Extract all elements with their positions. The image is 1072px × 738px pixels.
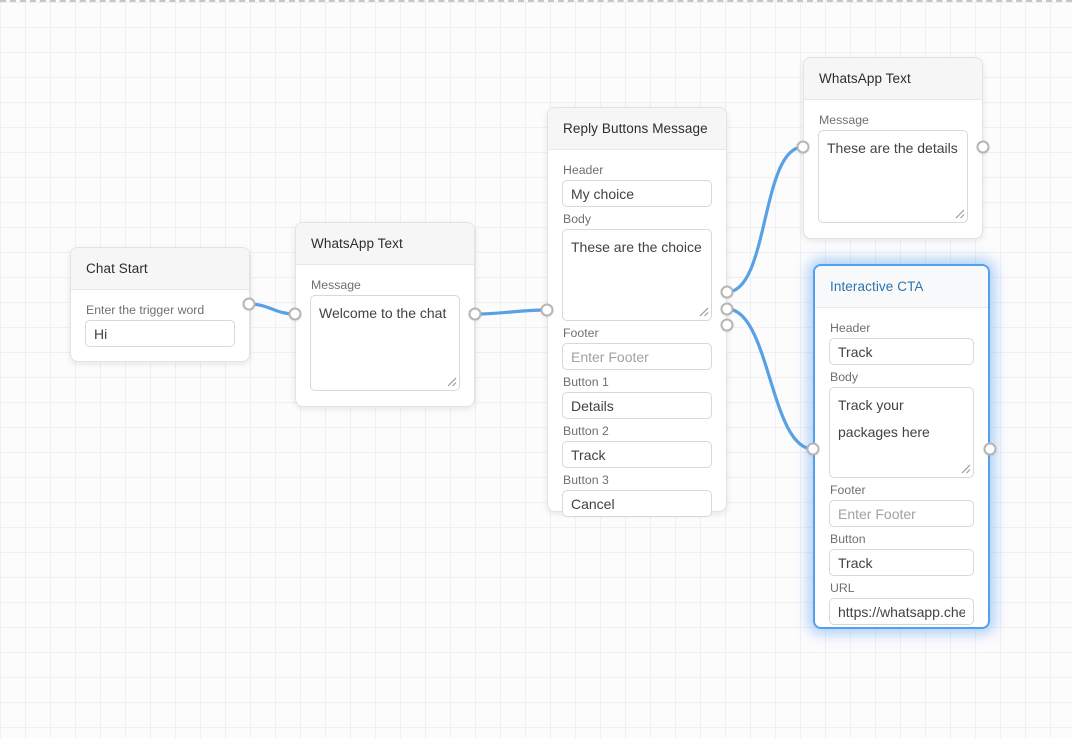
button-input[interactable] — [829, 549, 974, 576]
node-whatsapp-text-2[interactable]: WhatsApp Text Message These are the deta… — [803, 57, 983, 239]
field-label: Button — [830, 532, 866, 546]
body-textarea[interactable]: Track your packages here — [829, 387, 974, 478]
handle-chat-start-source[interactable] — [242, 297, 256, 311]
field-body: Body Track your packages here — [829, 370, 974, 478]
node-header[interactable]: Interactive CTA — [815, 266, 988, 308]
field-body: Body These are the choice — [562, 212, 712, 321]
handle-reply-buttons-source-3[interactable] — [720, 318, 734, 332]
field-footer: Footer — [562, 326, 712, 370]
url-input[interactable] — [829, 598, 974, 625]
node-title: Chat Start — [86, 261, 148, 276]
field-button: Button — [829, 532, 974, 576]
handle-interactive-cta-target[interactable] — [806, 442, 820, 456]
message-textarea[interactable]: These are the details — [818, 130, 968, 223]
node-title: WhatsApp Text — [311, 236, 403, 251]
field-label: URL — [830, 581, 855, 595]
footer-input[interactable] — [562, 343, 712, 370]
node-header[interactable]: Chat Start — [71, 248, 249, 290]
button-2-input[interactable] — [562, 441, 712, 468]
node-body: Header Body These are the choice Footer … — [548, 150, 726, 530]
field-label: Body — [563, 212, 592, 226]
field-label: Button 1 — [563, 375, 609, 389]
edge-replybuttons-to-whatsapptext2[interactable] — [725, 145, 805, 294]
node-reply-buttons-message[interactable]: Reply Buttons Message Header Body These … — [547, 107, 727, 517]
field-button-2: Button 2 — [562, 424, 712, 468]
node-whatsapp-text-1[interactable]: WhatsApp Text Message Welcome to the cha… — [295, 222, 475, 407]
header-input[interactable] — [829, 338, 974, 365]
footer-input[interactable] — [829, 500, 974, 527]
handle-interactive-cta-source[interactable] — [983, 442, 997, 456]
node-header[interactable]: WhatsApp Text — [296, 223, 474, 265]
field-label: Message — [311, 278, 361, 292]
edge-replybuttons-to-interactivecta[interactable] — [725, 307, 815, 451]
field-message: Message Welcome to the chat — [310, 278, 460, 391]
field-label: Header — [563, 163, 604, 177]
field-label: Message — [819, 113, 869, 127]
node-chat-start[interactable]: Chat Start Enter the trigger word — [70, 247, 250, 362]
header-input[interactable] — [562, 180, 712, 207]
field-trigger-word: Enter the trigger word — [85, 303, 235, 347]
handle-whatsapp-text-2-target[interactable] — [796, 140, 810, 154]
node-title: WhatsApp Text — [819, 71, 911, 86]
handle-whatsapp-text-1-target[interactable] — [288, 307, 302, 321]
handle-reply-buttons-source-2[interactable] — [720, 302, 734, 316]
node-header[interactable]: WhatsApp Text — [804, 58, 982, 100]
body-textarea[interactable]: These are the choice — [562, 229, 712, 321]
field-url: URL — [829, 581, 974, 625]
field-label: Button 2 — [563, 424, 609, 438]
button-1-input[interactable] — [562, 392, 712, 419]
field-label: Footer — [830, 483, 866, 497]
message-textarea[interactable]: Welcome to the chat — [310, 295, 460, 391]
handle-whatsapp-text-2-source[interactable] — [976, 140, 990, 154]
field-label: Body — [830, 370, 859, 384]
node-title: Reply Buttons Message — [563, 121, 708, 136]
handle-reply-buttons-source-1[interactable] — [720, 285, 734, 299]
field-label: Button 3 — [563, 473, 609, 487]
node-body: Message These are the details — [804, 100, 982, 236]
field-label: Footer — [563, 326, 599, 340]
node-body: Enter the trigger word — [71, 290, 249, 360]
node-header[interactable]: Reply Buttons Message — [548, 108, 726, 150]
node-title: Interactive CTA — [830, 279, 924, 294]
field-header: Header — [829, 321, 974, 365]
handle-reply-buttons-target[interactable] — [540, 303, 554, 317]
field-message: Message These are the details — [818, 113, 968, 223]
field-button-3: Button 3 — [562, 473, 712, 517]
node-body: Message Welcome to the chat — [296, 265, 474, 404]
field-footer: Footer — [829, 483, 974, 527]
field-button-1: Button 1 — [562, 375, 712, 419]
field-label: Enter the trigger word — [86, 303, 205, 317]
trigger-word-input[interactable] — [85, 320, 235, 347]
field-label: Header — [830, 321, 871, 335]
edge-whatsapptext-to-replybuttons[interactable] — [473, 308, 549, 316]
handle-whatsapp-text-1-source[interactable] — [468, 307, 482, 321]
field-header: Header — [562, 163, 712, 207]
button-3-input[interactable] — [562, 490, 712, 517]
node-interactive-cta[interactable]: Interactive CTA Header Body Track your p… — [813, 264, 990, 629]
node-body: Header Body Track your packages here Foo… — [815, 308, 988, 638]
